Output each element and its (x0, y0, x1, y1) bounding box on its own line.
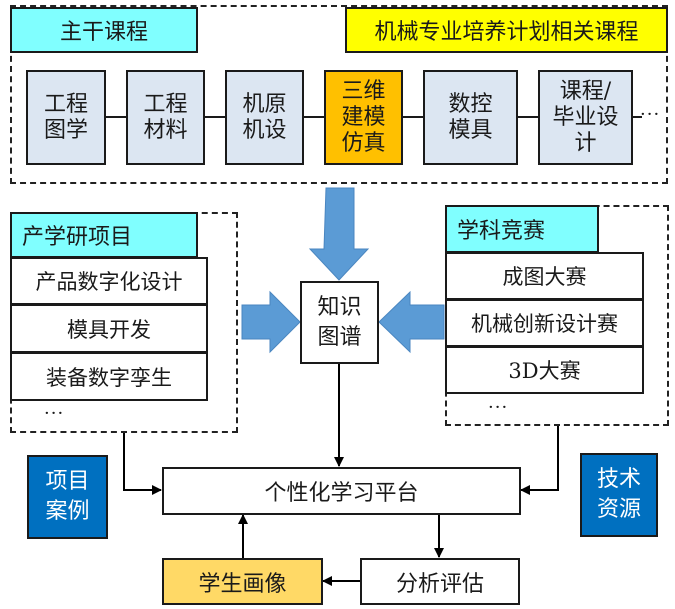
project-cases-badge[interactable]: 项目案例 (27, 455, 108, 539)
knowledge-graph-node[interactable]: 知识图谱 (300, 281, 379, 364)
competition-item-3d-contest[interactable]: 3D大赛 (445, 346, 644, 394)
industry-projects-header: 产学研项目 (10, 212, 198, 258)
project-item-equipment-digital-twin[interactable]: 装备数字孪生 (10, 352, 208, 401)
plan-courses-header: 机械专业培养计划相关课程 (345, 7, 668, 53)
student-profile-node[interactable]: 学生画像 (162, 558, 323, 605)
arrow-left-from-competitions-icon (378, 290, 445, 354)
tech-resources-badge[interactable]: 技术资源 (580, 453, 658, 537)
course-3d-modeling-simulation[interactable]: 三维建模仿真 (324, 70, 403, 165)
course-engineering-graphics[interactable]: 工程图学 (26, 70, 106, 165)
arrow-down-from-courses-icon (308, 187, 370, 281)
project-item-product-digital-design[interactable]: 产品数字化设计 (10, 257, 208, 305)
courses-more-ellipsis: ··· (640, 104, 661, 125)
competition-item-mechanical-innovation[interactable]: 机械创新设计赛 (445, 299, 644, 347)
course-graduation-design[interactable]: 课程/毕业设计 (538, 70, 633, 165)
main-courses-group (10, 5, 668, 184)
personalized-learning-platform[interactable]: 个性化学习平台 (162, 467, 521, 515)
competitions-more-ellipsis: ··· (488, 397, 509, 418)
projects-more-ellipsis: ··· (44, 403, 65, 424)
project-item-mold-development[interactable]: 模具开发 (10, 304, 208, 353)
analysis-evaluation-node[interactable]: 分析评估 (360, 558, 520, 605)
course-engineering-materials[interactable]: 工程材料 (126, 70, 205, 165)
course-cnc-molds[interactable]: 数控模具 (423, 70, 518, 165)
course-machine-principles-design[interactable]: 机原机设 (225, 70, 304, 165)
main-courses-header: 主干课程 (10, 7, 198, 53)
competition-item-drawing-contest[interactable]: 成图大赛 (445, 252, 644, 300)
arrow-right-from-projects-icon (241, 290, 301, 354)
flow-projects-to-platform (123, 432, 162, 495)
competitions-header: 学科竞赛 (445, 205, 599, 253)
flow-competitions-to-platform (520, 425, 559, 495)
